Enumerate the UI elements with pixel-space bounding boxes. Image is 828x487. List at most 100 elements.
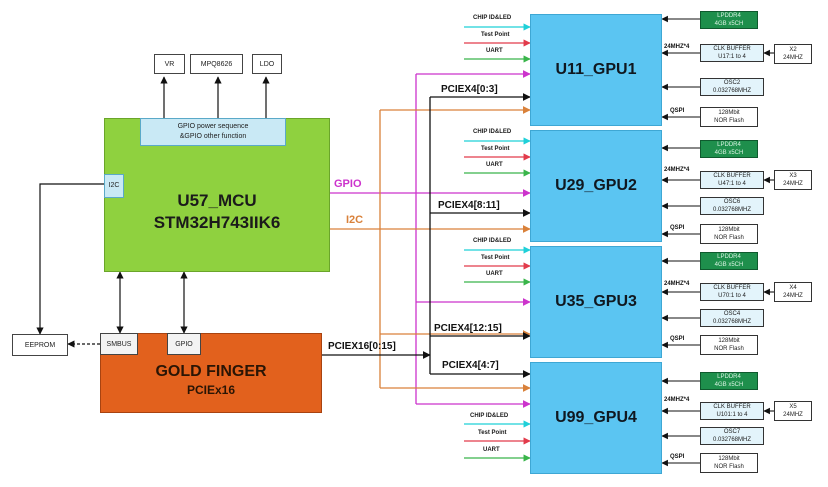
gpu4-crystal-line2: 24MHZ: [783, 412, 803, 418]
gpu2-uart-label: UART: [486, 162, 503, 168]
gpu2-clk-buffer-box: CLK BUFFER U47:1 to 4: [700, 171, 764, 189]
gpu1-flash-line1: 128Mbit: [718, 110, 740, 116]
pcie-bus: [322, 93, 531, 378]
gpu1-crystal-line2: 24MHZ: [783, 55, 803, 61]
gpu3-uart-label: UART: [486, 271, 503, 277]
gpu2-osc-box: OSC6 0.032768MHZ: [700, 197, 764, 215]
gpu3-flash-line1: 128Mbit: [718, 338, 740, 344]
gpu2-qspi-label: QSPI: [670, 225, 685, 231]
gpu4-test-point-label: Test Point: [478, 430, 507, 436]
gpu3-block: U35_GPU3: [530, 246, 662, 358]
gpu2-crystal-line2: 24MHZ: [783, 181, 803, 187]
mcu-part: STM32H743IIK6: [153, 213, 281, 232]
gpu1-clk-line1: CLK BUFFER: [713, 46, 751, 52]
vr-box: VR: [154, 54, 185, 74]
gpu1-crystal-line1: X2: [789, 47, 797, 53]
gpu2-crystal-line1: X3: [789, 173, 797, 179]
gpu1-flash-line2: NOR Flash: [714, 118, 744, 124]
gpu4-uart-label: UART: [483, 447, 500, 453]
gpu3-crystal-line1: X4: [789, 285, 797, 291]
gpu4-clk-line2: U101:1 to 4: [716, 412, 748, 418]
pcie16-link-label: PCIEX16[0:15]: [328, 341, 396, 352]
gpu3-bus-label: PCIEX4[12:15]: [434, 323, 502, 334]
gpu3-clk-tag: 24MHZ*4: [664, 281, 690, 287]
gpu1-clk-buffer-box: CLK BUFFER U17:1 to 4: [700, 44, 764, 62]
gpu2-test-point-label: Test Point: [481, 146, 510, 152]
gpu1-lpddr-box: LPDDR4 4GB x5CH: [700, 11, 758, 29]
gpu1-lpddr-line1: LPDDR4: [717, 13, 741, 19]
mcu-name: U57_MCU: [177, 191, 257, 210]
gpu2-block: U29_GPU2: [530, 130, 662, 242]
gpu2-clk-tag: 24MHZ*4: [664, 167, 690, 173]
gpu4-flash-line2: NOR Flash: [714, 464, 744, 470]
gpu2-bus-label: PCIEX4[8:11]: [438, 200, 500, 211]
gpu1-clk-tag: 24MHZ*4: [664, 44, 690, 50]
i2c-bus: [330, 106, 531, 392]
gpu2-crystal-box: X3 24MHZ: [774, 170, 812, 190]
signal-arrows: [464, 23, 531, 462]
gpu4-block: U99_GPU4: [530, 362, 662, 474]
gpu1-qspi-label: QSPI: [670, 108, 685, 114]
gpu2-clk-line2: U47:1 to 4: [718, 181, 746, 187]
gpu4-osc-box: OSC7 0.032768MHZ: [700, 427, 764, 445]
gpu1-test-point-label: Test Point: [481, 32, 510, 38]
gpu4-crystal-line1: X5: [789, 404, 797, 410]
gpu4-flash-box: 128Mbit NOR Flash: [700, 453, 758, 473]
ldo-box: LDO: [252, 54, 282, 74]
gpio-sequence-box: GPIO power sequence &GPIO other function: [140, 118, 286, 146]
gold-finger-title: GOLD FINGER: [155, 363, 267, 380]
gpu3-crystal-box: X4 24MHZ: [774, 282, 812, 302]
gpu3-test-point-label: Test Point: [481, 255, 510, 261]
gpu2-osc-line1: OSC6: [723, 199, 741, 205]
gpu4-lpddr-line1: LPDDR4: [717, 374, 741, 380]
gpu1-osc-line2: 0.032768MHZ: [712, 88, 752, 94]
gpio-link-label: GPIO: [334, 178, 362, 190]
gpu3-flash-line2: NOR Flash: [714, 346, 744, 352]
gpu3-osc-line2: 0.032768MHZ: [712, 319, 752, 325]
smbus-box: SMBUS: [100, 333, 138, 355]
gpu4-clk-line1: CLK BUFFER: [713, 404, 751, 410]
gpu4-lpddr-line2: 4GB x5CH: [714, 382, 744, 388]
gpio-bus: [330, 70, 531, 408]
gpu2-osc-line2: 0.032768MHZ: [712, 207, 752, 213]
gpu1-osc-box: OSC2 0.032768MHZ: [700, 78, 764, 96]
gpu2-lpddr-line1: LPDDR4: [717, 142, 741, 148]
gpu1-block: U11_GPU1: [530, 14, 662, 126]
gpu1-flash-box: 128Mbit NOR Flash: [700, 107, 758, 127]
gpu2-clk-line1: CLK BUFFER: [713, 173, 751, 179]
i2c-link-label: I2C: [346, 214, 364, 226]
gold-finger-subtitle: PCIEx16: [186, 383, 236, 397]
gpu3-chip-id-label: CHIP ID&LED: [473, 238, 512, 244]
gpu1-bus-label: PCIEX4[0:3]: [441, 84, 498, 95]
gpu4-qspi-label: QSPI: [670, 454, 685, 460]
gpu4-chip-id-label: CHIP ID&LED: [470, 413, 509, 419]
gpu4-clk-tag: 24MHZ*4: [664, 397, 690, 403]
eeprom-box: EEPROM: [12, 334, 68, 356]
mpq8626-box: MPQ8626: [190, 54, 243, 74]
gpu3-osc-line1: OSC4: [723, 311, 741, 317]
gpu2-lpddr-box: LPDDR4 4GB x5CH: [700, 140, 758, 158]
gold-gpio-box: GPIO: [167, 333, 201, 355]
gpu1-chip-id-label: CHIP ID&LED: [473, 15, 512, 21]
gpu1-osc-line1: OSC2: [723, 80, 741, 86]
gpio-sequence-line1: GPIO power sequence: [177, 123, 249, 130]
gpu3-osc-box: OSC4 0.032768MHZ: [700, 309, 764, 327]
gpu3-qspi-label: QSPI: [670, 336, 685, 342]
gpu4-osc-line1: OSC7: [723, 429, 741, 435]
gpu3-lpddr-line2: 4GB x5CH: [714, 262, 744, 268]
gpu4-crystal-box: X5 24MHZ: [774, 401, 812, 421]
gpu4-flash-line1: 128Mbit: [718, 456, 740, 462]
gpu2-flash-line2: NOR Flash: [714, 235, 744, 241]
gpu3-lpddr-line1: LPDDR4: [717, 254, 741, 260]
gpu3-clk-line1: CLK BUFFER: [713, 285, 751, 291]
gpu3-crystal-line2: 24MHZ: [783, 293, 803, 299]
gpu4-clk-buffer-box: CLK BUFFER U101:1 to 4: [700, 402, 764, 420]
gpu2-flash-box: 128Mbit NOR Flash: [700, 224, 758, 244]
mcu-i2c-port: I2C: [104, 174, 124, 198]
eeprom-links: [36, 183, 188, 348]
gpio-sequence-line2: &GPIO other function: [179, 133, 247, 140]
gpu3-flash-box: 128Mbit NOR Flash: [700, 335, 758, 355]
gpu4-osc-line2: 0.032768MHZ: [712, 437, 752, 443]
